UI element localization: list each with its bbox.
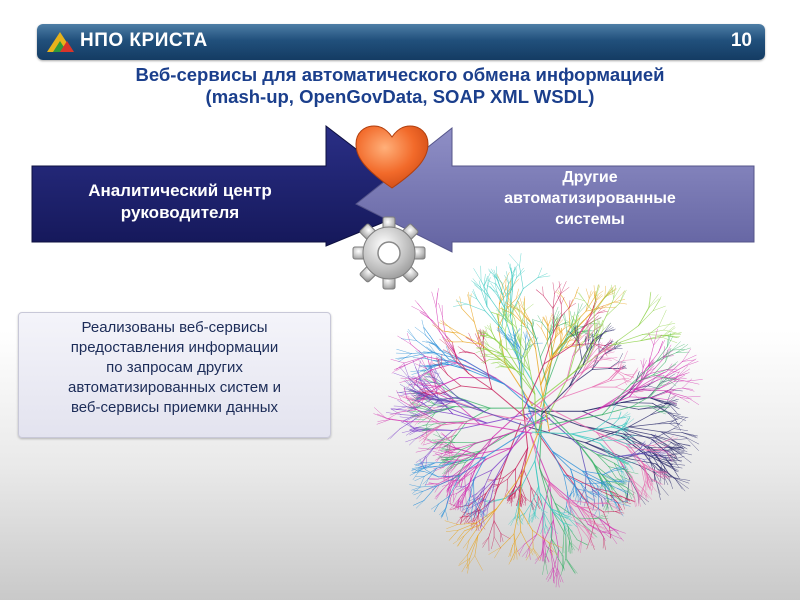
info-line-3: по запросам других bbox=[106, 359, 243, 376]
right-arrow-shape bbox=[355, 126, 755, 253]
right-arrow-line-3: системы bbox=[555, 211, 625, 228]
title-line-1: Веб-сервисы для автоматического обмена и… bbox=[135, 64, 665, 85]
left-arrow-line-1: Аналитический центр bbox=[88, 181, 272, 200]
left-arrow-shape bbox=[31, 124, 429, 247]
slide-number: 10 bbox=[730, 30, 752, 51]
info-line-5: веб-сервисы приемки данных bbox=[70, 399, 279, 416]
right-arrow-line-1: Другие bbox=[562, 169, 618, 186]
gear-icon bbox=[352, 216, 426, 290]
info-box: Реализованы веб-сервисы предоставления и… bbox=[18, 312, 331, 438]
title-line-2: (mash-up, OpenGovData, SOAP XML WSDL) bbox=[205, 86, 595, 107]
header-bar bbox=[37, 24, 765, 60]
left-arrow-line-2: руководителя bbox=[120, 203, 240, 222]
right-arrow-label: Другие автоматизированные системы bbox=[455, 167, 725, 230]
right-arrow-line-2: автоматизированные bbox=[504, 190, 676, 207]
network-graph-image bbox=[373, 253, 703, 588]
logo-icon bbox=[47, 32, 74, 52]
info-line-2: предоставления информации bbox=[70, 339, 279, 356]
info-line-4: автоматизированных систем и bbox=[68, 379, 281, 396]
logo-text: НПО КРИСТА bbox=[80, 30, 208, 51]
left-arrow-label: Аналитический центр руководителя bbox=[40, 180, 320, 224]
info-line-1: Реализованы веб-сервисы bbox=[81, 319, 268, 336]
heart-icon bbox=[355, 125, 429, 189]
page-title: Веб-сервисы для автоматического обмена и… bbox=[30, 64, 770, 108]
